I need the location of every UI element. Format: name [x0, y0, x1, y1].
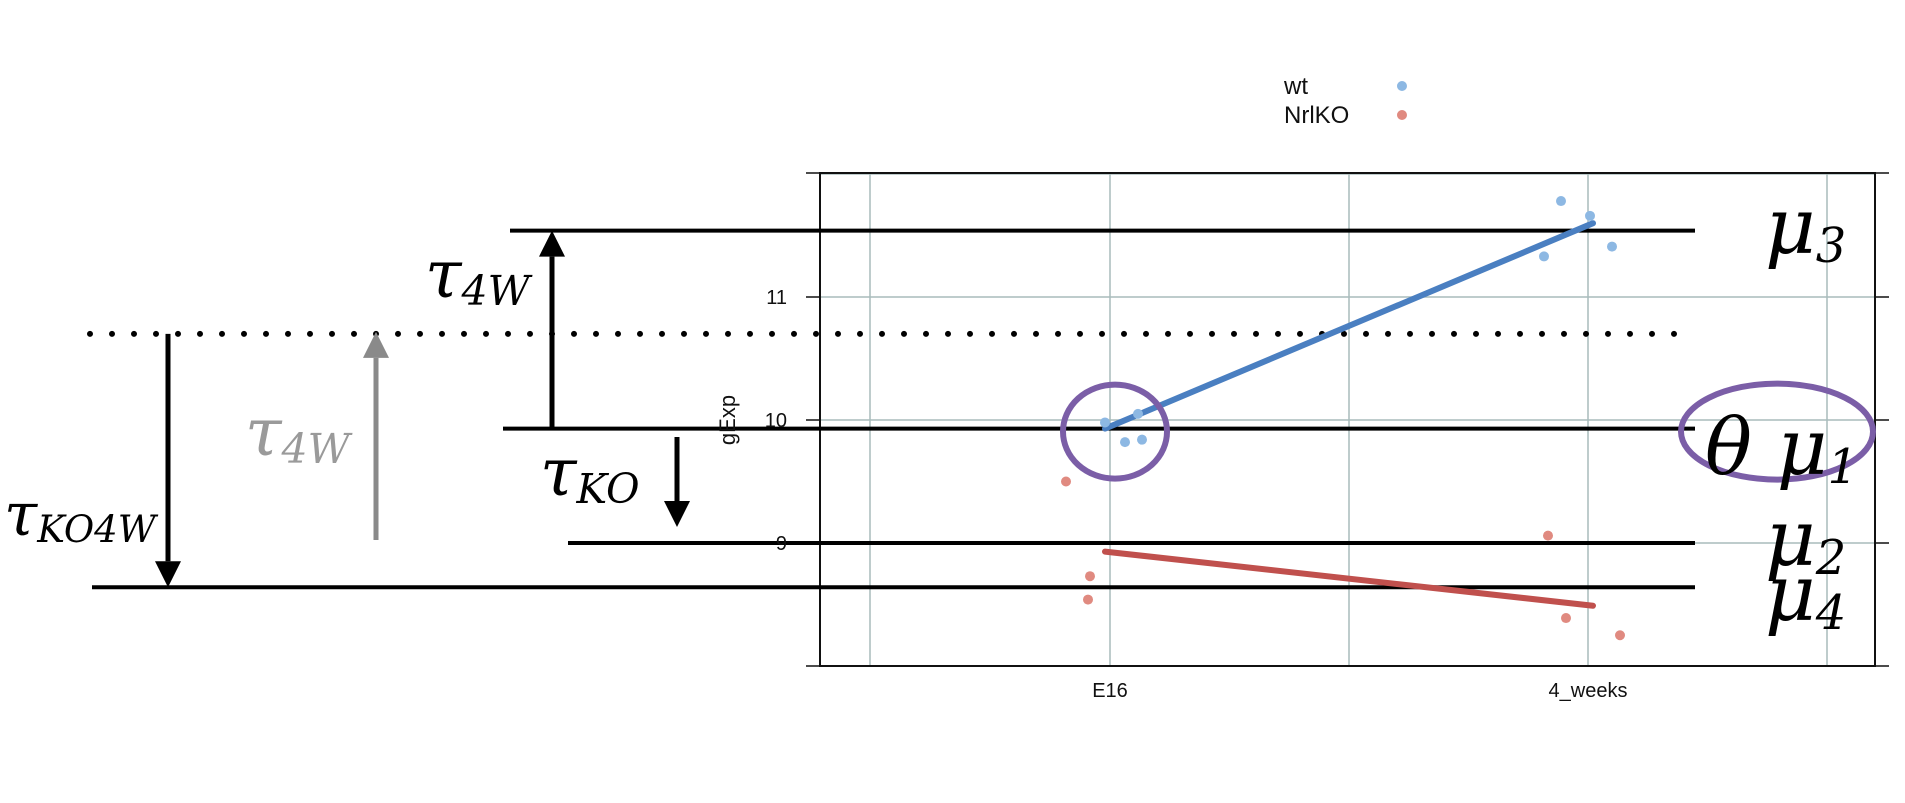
arrow-label-tau-4w-gray-base: τ [245, 394, 283, 471]
x-tick-label: 4_weeks [1549, 680, 1628, 702]
level-label-mu2-base: μ [1765, 494, 1816, 584]
arrow-label-tau-4w-subscript: 4W [461, 267, 533, 315]
data-point-NrlKO [1085, 571, 1095, 582]
level-label-mu3-subscript: 3 [1816, 218, 1847, 274]
data-point-wt [1607, 241, 1617, 252]
level-label-theta-mu1-prefix: θ [1705, 403, 1777, 493]
level-label-mu3-base: μ [1765, 182, 1816, 272]
arrow-tau-ko-head [664, 501, 690, 527]
arrow-label-tau-ko-base: τ [540, 434, 578, 511]
level-label-theta-mu1-base: μ [1777, 403, 1828, 493]
legend-label-wt: wt [1283, 73, 1308, 100]
level-label-mu3: μ3 [1765, 182, 1846, 274]
arrow-tau-4w-gray-head [363, 331, 389, 358]
level-label-mu2-subscript: 2 [1815, 530, 1847, 586]
level-label-theta-mu1: θ μ1 [1705, 403, 1858, 495]
data-point-wt [1137, 434, 1147, 445]
arrow-tau-ko4w-head [155, 561, 181, 588]
arrow-label-tau-4w-base: τ [425, 236, 463, 313]
highlight-circle-mu1 [1678, 380, 1876, 483]
level-label-mu4-subscript: 4 [1815, 585, 1847, 641]
legend-label-NrlKO: NrlKO [1284, 102, 1349, 129]
arrow-label-tau-ko4w-subscript: KO4W [36, 508, 159, 551]
level-label-mu4-base: μ [1765, 549, 1816, 639]
highlight-circle-e16 [1060, 381, 1170, 482]
data-point-NrlKO [1615, 630, 1625, 641]
y-tick-label: 9 [776, 533, 787, 555]
highlight-circles [1060, 380, 1876, 483]
x-tick-label: E16 [1092, 680, 1128, 702]
arrow-label-tau-4w: τ4W [425, 236, 533, 315]
data-point-wt [1585, 210, 1595, 221]
fit-lines [1102, 220, 1596, 609]
data-point-NrlKO [1543, 530, 1553, 541]
data-point-wt [1120, 437, 1130, 448]
legend-marker-NrlKO [1397, 110, 1407, 120]
level-label-mu2: μ2 [1765, 494, 1846, 586]
legend-marker-wt [1397, 81, 1407, 91]
arrow-tau-4w-head [539, 230, 565, 257]
fit-line-NrlKO [1102, 548, 1596, 609]
fit-line-wt [1102, 220, 1596, 432]
arrow-label-tau-ko: τKO [540, 434, 640, 513]
y-tick-label: 11 [766, 287, 787, 309]
arrow-label-tau-ko-subscript: KO [576, 465, 640, 513]
data-point-NrlKO [1083, 594, 1093, 605]
arrow-label-tau-ko4w-base: τ [4, 480, 38, 550]
level-label-theta-mu1-subscript: 1 [1827, 439, 1858, 495]
data-point-wt [1100, 417, 1110, 428]
arrow-label-tau-ko4w: τKO4W [4, 480, 159, 551]
data-point-wt [1133, 408, 1143, 419]
y-tick-label: 10 [765, 410, 787, 432]
arrow-label-tau-4w-gray-subscript: 4W [281, 425, 353, 473]
annotation-arrows [155, 230, 690, 588]
data-point-NrlKO [1061, 476, 1071, 487]
data-point-wt [1556, 196, 1566, 207]
arrow-label-tau-4w-gray: τ4W [245, 394, 353, 473]
level-label-mu4: μ4 [1765, 549, 1846, 641]
y-axis-title: gExp [715, 395, 740, 445]
data-point-wt [1539, 251, 1549, 262]
data-points [1061, 196, 1625, 641]
data-point-NrlKO [1561, 613, 1571, 624]
